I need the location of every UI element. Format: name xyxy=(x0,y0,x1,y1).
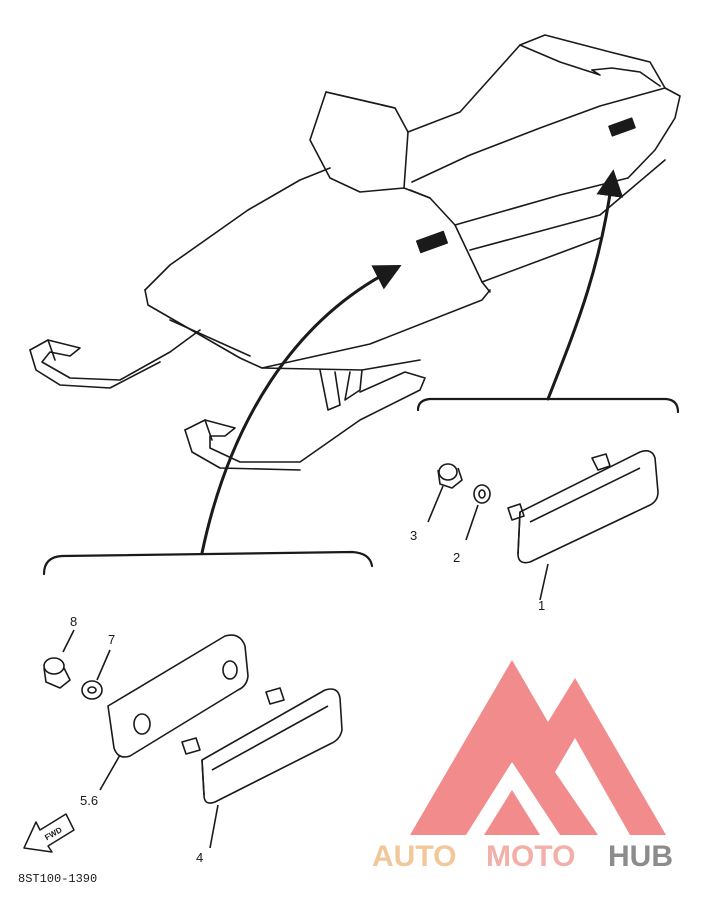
callout-bracket-right xyxy=(416,397,680,414)
part-label-3: 3 xyxy=(410,528,417,543)
snowmobile-illustration xyxy=(29,34,681,471)
part-label-5-6: 5.6 xyxy=(80,793,98,808)
reflector-left-assembly xyxy=(43,629,343,849)
location-arrow-right xyxy=(546,169,624,401)
part-label-4: 4 xyxy=(196,850,203,865)
part-label-8: 8 xyxy=(70,614,77,629)
part-label-2: 2 xyxy=(453,550,460,565)
part-label-1: 1 xyxy=(538,598,545,613)
callout-bracket-left xyxy=(42,550,374,576)
automotohub-logo: AUTO MOTO HUB xyxy=(372,660,673,873)
logo-text-moto: MOTO xyxy=(486,840,575,873)
logo-text-hub: HUB xyxy=(608,840,673,873)
drawing-code: 8ST100-1390 xyxy=(18,872,97,886)
part-label-7: 7 xyxy=(108,632,115,647)
automotohub-logo-mark xyxy=(410,660,666,835)
location-arrow-left xyxy=(200,265,402,555)
logo-text-auto: AUTO xyxy=(372,840,456,873)
reflector-right-assembly xyxy=(427,450,659,601)
forward-arrow-icon: FWD xyxy=(23,813,75,853)
